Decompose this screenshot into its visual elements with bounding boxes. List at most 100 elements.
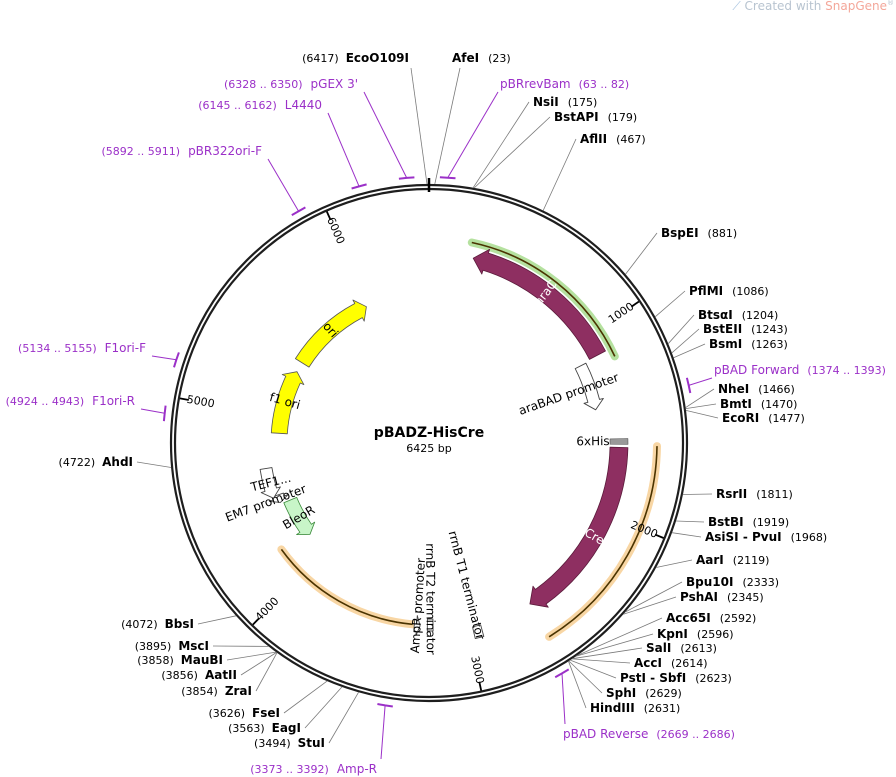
site-nsii[interactable]: NsiI(175) [472, 95, 597, 189]
feature-hisTag[interactable]: 6xHis [576, 434, 629, 448]
cre-arrow[interactable] [529, 446, 629, 608]
site-sphi[interactable]: SphI(2629) [568, 660, 682, 700]
site-label[interactable]: BtsαI(1204) [698, 308, 778, 322]
site-sali[interactable]: SalI(2613) [572, 641, 717, 660]
site-pshai[interactable]: PshAI(2345) [623, 590, 764, 615]
site-label[interactable]: AarI(2119) [696, 553, 769, 567]
primer-f1ori-r[interactable]: (4924 .. 4943)F1ori-R [6, 394, 167, 422]
site-bbsi[interactable]: (4072)BbsI [121, 615, 237, 631]
primer-label[interactable]: (3373 .. 3392)Amp-R [250, 762, 377, 776]
site-label[interactable]: (4722)AhdI [59, 455, 133, 469]
site-aflii[interactable]: AflII(467) [542, 132, 646, 211]
araC-arrow[interactable] [472, 248, 606, 360]
primer-label[interactable]: (4924 .. 4943)F1ori-R [6, 394, 135, 408]
site-bstapi[interactable]: BstAPI(179) [473, 110, 637, 189]
feature-cre[interactable]: Cre [529, 446, 629, 608]
primer-label[interactable]: (5892 .. 5911)pBR322ori-F [102, 144, 263, 158]
site-ecori[interactable]: EcoRI(1477) [685, 410, 805, 425]
tef1-arrow[interactable] [259, 467, 281, 499]
site-label[interactable]: PflMI(1086) [689, 284, 769, 298]
site-hindiii[interactable]: HindIII(2631) [568, 661, 681, 715]
primer-label[interactable]: (6145 .. 6162)L4440 [198, 98, 322, 112]
site-label[interactable]: AsiSI - PvuI(1968) [705, 530, 827, 544]
site-zrai[interactable]: (3854)ZraI [181, 652, 278, 698]
site-ecoo109i[interactable]: (6417)EcoO109I [302, 51, 428, 185]
site-label[interactable]: NsiI(175) [533, 95, 597, 109]
site-label[interactable]: Acc65I(2592) [666, 611, 756, 625]
site-bmti[interactable]: BmtI(1470) [685, 397, 798, 411]
site-label[interactable]: (3854)ZraI [181, 684, 252, 698]
feature-bleor[interactable]: BleoR [280, 497, 317, 535]
primer-f1ori-f[interactable]: (5134 .. 5155)F1ori-F [18, 341, 180, 368]
site-aatii[interactable]: (3856)AatII [161, 652, 277, 682]
feature-ori[interactable]: ori [295, 299, 367, 368]
site-label[interactable]: (3494)StuI [254, 736, 325, 750]
site-pflmi[interactable]: PflMI(1086) [654, 284, 769, 318]
site-label[interactable]: AfeI(23) [452, 51, 511, 65]
site-label[interactable]: (3626)FseI [208, 706, 280, 720]
hisTag-arrow[interactable] [609, 438, 629, 445]
bleor-arrow[interactable] [283, 497, 316, 535]
site-acci[interactable]: AccI(2614) [572, 656, 708, 670]
site-label[interactable]: EcoRI(1477) [722, 411, 805, 425]
site-aari[interactable]: AarI(2119) [656, 553, 769, 568]
primer-pbad-reverse[interactable]: pBAD Reverse(2669 .. 2686) [554, 668, 735, 741]
site-label[interactable]: BstBI(1919) [708, 515, 789, 529]
site-label[interactable]: AflII(467) [580, 132, 646, 146]
primer-pbad-forward[interactable]: pBAD Forward(1374 .. 1393) [685, 363, 886, 394]
feature-araC[interactable]: araC [472, 248, 606, 360]
feature-ampRpromoter[interactable]: AmpR promoter [408, 558, 428, 654]
f1ori-arrow[interactable] [270, 371, 305, 435]
site-rsrii[interactable]: RsrII(1811) [682, 487, 793, 501]
site-label[interactable]: RsrII(1811) [716, 487, 793, 501]
site-label[interactable]: SalI(2613) [646, 641, 717, 655]
site-kpni[interactable]: KpnI(2596) [575, 627, 734, 657]
site-bsteii[interactable]: BstEII(1243) [671, 322, 788, 354]
primer-amp-r[interactable]: (3373 .. 3392)Amp-R [250, 703, 393, 776]
araBAD-arrow[interactable] [574, 362, 604, 411]
feature-rrnbT2[interactable]: rrnB T2 terminator [423, 543, 438, 655]
site-bts-i[interactable]: BtsαI(1204) [667, 308, 778, 344]
primer-pbrrevbam[interactable]: pBRrevBam(63 .. 82) [439, 77, 629, 180]
site-eagi[interactable]: (3563)EagI [228, 686, 343, 735]
site-msci[interactable]: (3895)MscI [135, 639, 269, 653]
primer-layer[interactable]: (6328 .. 6350)pGEX 3'pBRrevBam(63 .. 82)… [6, 77, 886, 776]
ampRpromoter-arrow[interactable] [413, 615, 421, 637]
site-afei[interactable]: AfeI(23) [434, 51, 511, 185]
site-label[interactable]: HindIII(2631) [590, 701, 680, 715]
primer-label[interactable]: pBRrevBam(63 .. 82) [500, 77, 629, 91]
site-label[interactable]: (4072)BbsI [121, 617, 194, 631]
site-stui[interactable]: (3494)StuI [254, 691, 359, 750]
site-fsei[interactable]: (3626)FseI [208, 680, 328, 720]
site-label[interactable]: (3858)MauBI [137, 653, 223, 667]
site-label[interactable]: NheI(1466) [718, 382, 795, 396]
site-bspei[interactable]: BspEI(881) [625, 226, 738, 275]
primer-label[interactable]: pBAD Forward(1374 .. 1393) [714, 363, 886, 377]
site-label[interactable]: BstAPI(179) [554, 110, 637, 124]
site-label[interactable]: PstI - SbfI(2623) [620, 671, 732, 685]
restriction-site-layer[interactable]: (6417)EcoO109I AfeI(23) NsiI(175)BstAPI(17… [59, 51, 828, 750]
site-psti-sbfi[interactable]: PstI - SbfI(2623) [570, 659, 732, 685]
site-label[interactable]: (3856)AatII [161, 668, 237, 682]
site-bsmi[interactable]: BsmI(1263) [673, 337, 788, 359]
feature-araBAD[interactable]: araBAD promoter [517, 362, 621, 418]
site-label[interactable]: SphI(2629) [606, 686, 682, 700]
site-label[interactable]: Bpu10I(2333) [686, 575, 779, 589]
site-label[interactable]: BmtI(1470) [720, 397, 797, 411]
site-label[interactable]: (3895)MscI [135, 639, 209, 653]
site-label[interactable]: BspEI(881) [661, 226, 737, 240]
primer-label[interactable]: (5134 .. 5155)F1ori-F [18, 341, 146, 355]
site-label[interactable]: BstEII(1243) [703, 322, 788, 336]
site-acc65i[interactable]: Acc65I(2592) [576, 611, 757, 657]
site-label[interactable]: PshAI(2345) [680, 590, 764, 604]
site-label[interactable]: (6417)EcoO109I [302, 51, 409, 65]
site-label[interactable]: AccI(2614) [634, 656, 708, 670]
site-label[interactable]: BsmI(1263) [709, 337, 788, 351]
site-label[interactable]: (3563)EagI [228, 721, 301, 735]
site-bstbi[interactable]: BstBI(1919) [675, 515, 789, 529]
ori-arrow[interactable] [295, 299, 367, 368]
rrnbT2-arrow[interactable] [426, 618, 434, 632]
site-label[interactable]: KpnI(2596) [657, 627, 733, 641]
feature-f1ori[interactable]: f1 ori [268, 371, 305, 435]
site-maubi[interactable]: (3858)MauBI [137, 651, 277, 667]
